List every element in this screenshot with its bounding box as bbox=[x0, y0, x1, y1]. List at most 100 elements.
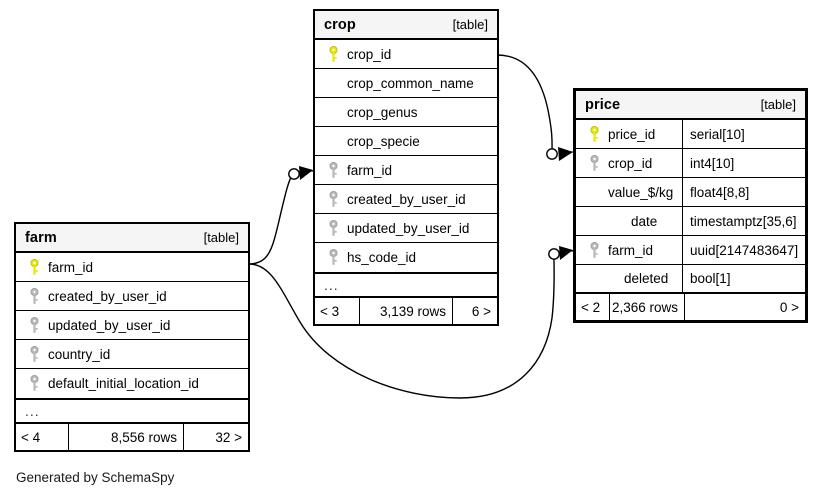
foreign-key-icon bbox=[24, 316, 45, 334]
column-name: crop_id bbox=[347, 46, 392, 62]
child-count[interactable]: 0 > bbox=[779, 299, 799, 315]
foreign-key-icon bbox=[24, 345, 45, 363]
more-columns-indicator: ... bbox=[16, 398, 248, 424]
table-row[interactable]: crop_id bbox=[315, 40, 497, 69]
column-cell: created_by_user_id bbox=[16, 287, 248, 305]
column-name: default_initial_location_id bbox=[48, 376, 199, 391]
column-cell: value_$/kg bbox=[576, 185, 682, 200]
column-name: created_by_user_id bbox=[48, 288, 167, 304]
table-price-title: price bbox=[585, 96, 621, 113]
column-cell: farm_id bbox=[576, 241, 682, 259]
column-name: crop_genus bbox=[347, 104, 418, 120]
column-name: created_by_user_id bbox=[347, 191, 466, 207]
table-row[interactable]: hs_code_id bbox=[315, 243, 497, 272]
foreign-key-icon bbox=[323, 219, 344, 237]
column-type: int4[10] bbox=[682, 149, 805, 177]
table-row[interactable]: created_by_user_id bbox=[16, 282, 248, 311]
row-count: 2,366 rows bbox=[609, 294, 685, 320]
table-crop-footer: < 3 3,139 rows 6 > bbox=[315, 298, 497, 324]
edge-farm-to-crop bbox=[248, 173, 294, 265]
table-row[interactable]: date timestamptz[35,6] bbox=[576, 207, 805, 236]
column-cell: default_initial_location_id bbox=[16, 375, 248, 392]
column-name: updated_by_user_id bbox=[347, 220, 470, 236]
primary-key-icon bbox=[584, 125, 605, 143]
column-name: farm_id bbox=[347, 162, 393, 178]
foreign-key-icon bbox=[24, 287, 45, 305]
table-row[interactable]: deleted bool[1] bbox=[576, 265, 805, 294]
column-cell: crop_common_name bbox=[315, 76, 497, 91]
column-cell: crop_genus bbox=[315, 105, 497, 120]
table-farm[interactable]: farm [table] farm_id created_by_user_id bbox=[14, 222, 250, 452]
column-name: updated_by_user_id bbox=[48, 317, 171, 333]
column-name: hs_code_id bbox=[347, 250, 417, 265]
column-cell: hs_code_id bbox=[315, 249, 497, 266]
column-cell: crop_specie bbox=[315, 134, 497, 149]
column-cell: crop_id bbox=[576, 154, 682, 172]
table-row[interactable]: crop_common_name bbox=[315, 69, 497, 98]
column-cell: farm_id bbox=[315, 161, 497, 179]
column-name: farm_id bbox=[48, 259, 94, 275]
column-type: uuid[2147483647] bbox=[682, 236, 805, 264]
table-crop[interactable]: crop [table] crop_id crop_common_name cr… bbox=[313, 9, 499, 326]
table-row[interactable]: farm_id bbox=[16, 253, 248, 282]
table-row[interactable]: updated_by_user_id bbox=[16, 311, 248, 340]
foreign-key-icon bbox=[584, 154, 605, 172]
table-row[interactable]: updated_by_user_id bbox=[315, 214, 497, 243]
table-row[interactable]: price_id serial[10] bbox=[576, 120, 805, 149]
table-row[interactable]: farm_id bbox=[315, 156, 497, 185]
table-row[interactable]: crop_specie bbox=[315, 127, 497, 156]
table-crop-header: crop [table] bbox=[315, 11, 497, 40]
column-name: crop_id bbox=[608, 155, 653, 171]
child-count[interactable]: 6 > bbox=[471, 303, 491, 319]
row-count: 3,139 rows bbox=[359, 298, 453, 324]
column-name: farm_id bbox=[608, 242, 654, 258]
table-price-header: price [table] bbox=[576, 91, 805, 120]
primary-key-icon bbox=[24, 258, 45, 276]
row-count: 8,556 rows bbox=[68, 424, 184, 450]
column-name: deleted bbox=[624, 271, 669, 286]
foreign-key-icon bbox=[323, 249, 344, 266]
generated-by-note: Generated by SchemaSpy bbox=[16, 470, 175, 485]
table-row[interactable]: value_$/kg float4[8,8] bbox=[576, 178, 805, 207]
column-name: crop_common_name bbox=[347, 75, 474, 91]
column-cell: updated_by_user_id bbox=[16, 316, 248, 334]
optional-marker-price-crop-id bbox=[546, 148, 558, 160]
column-cell: deleted bbox=[576, 271, 682, 286]
foreign-key-icon bbox=[24, 375, 45, 392]
column-name: country_id bbox=[48, 346, 111, 362]
column-cell: updated_by_user_id bbox=[315, 219, 497, 237]
parent-count[interactable]: < 4 bbox=[21, 429, 41, 445]
table-farm-kind: [table] bbox=[203, 230, 239, 245]
column-name: price_id bbox=[608, 126, 656, 142]
table-row[interactable]: default_initial_location_id bbox=[16, 369, 248, 398]
column-type: bool[1] bbox=[682, 265, 805, 292]
foreign-key-icon bbox=[584, 241, 605, 259]
table-crop-title: crop bbox=[324, 16, 356, 33]
parent-count[interactable]: < 3 bbox=[320, 303, 340, 319]
foreign-key-icon bbox=[323, 161, 344, 179]
arrowhead-price-farm-id bbox=[559, 246, 573, 260]
table-row[interactable]: crop_id int4[10] bbox=[576, 149, 805, 178]
column-cell: date bbox=[576, 214, 682, 229]
child-count[interactable]: 32 > bbox=[215, 429, 242, 445]
table-price-footer: < 2 2,366 rows 0 > bbox=[576, 294, 805, 320]
foreign-key-icon bbox=[323, 190, 344, 208]
table-row[interactable]: farm_id uuid[2147483647] bbox=[576, 236, 805, 265]
table-row[interactable]: created_by_user_id bbox=[315, 185, 497, 214]
table-row[interactable]: country_id bbox=[16, 340, 248, 369]
table-farm-title: farm bbox=[25, 229, 57, 246]
table-farm-header: farm [table] bbox=[16, 224, 248, 253]
arrowhead-price-crop-id bbox=[558, 147, 573, 161]
column-type: float4[8,8] bbox=[682, 178, 805, 206]
column-name: date bbox=[631, 213, 658, 229]
column-cell: crop_id bbox=[315, 45, 497, 63]
primary-key-icon bbox=[323, 45, 344, 63]
parent-count[interactable]: < 2 bbox=[581, 299, 601, 315]
table-row[interactable]: crop_genus bbox=[315, 98, 497, 127]
more-columns-indicator: ... bbox=[315, 272, 497, 298]
column-cell: price_id bbox=[576, 125, 682, 143]
column-name: value_$/kg bbox=[608, 184, 674, 200]
column-cell: created_by_user_id bbox=[315, 190, 497, 208]
table-price[interactable]: price [table] price_id serial[10] crop_i… bbox=[573, 88, 808, 323]
